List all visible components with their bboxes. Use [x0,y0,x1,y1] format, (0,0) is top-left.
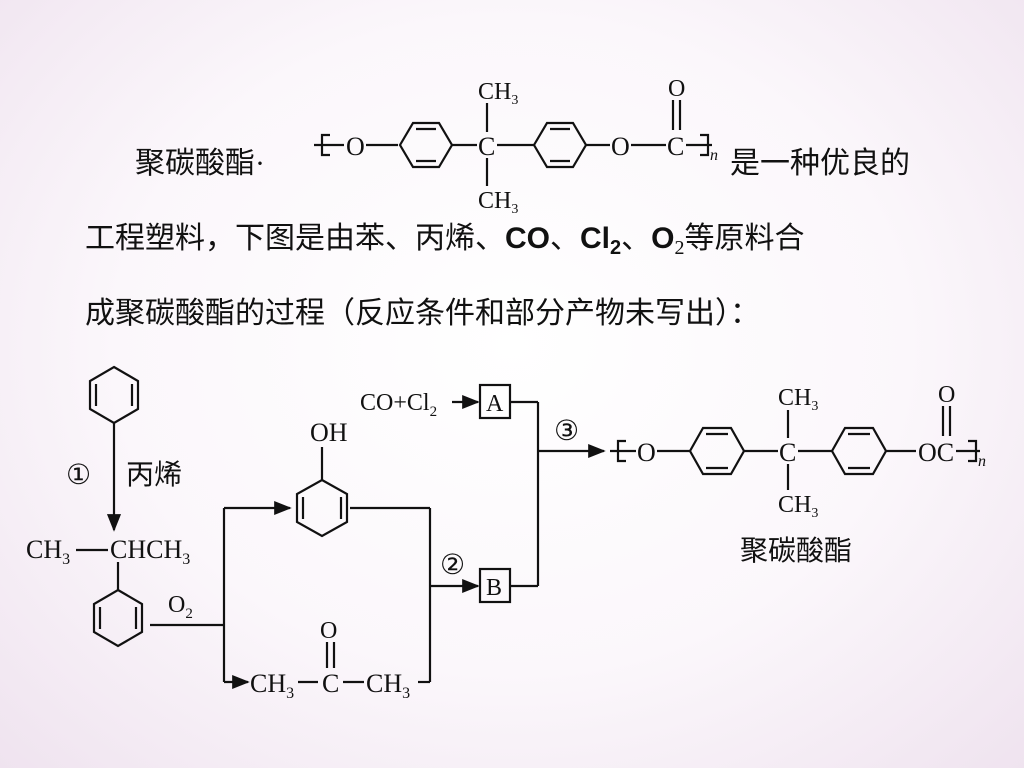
svg-text:C: C [322,669,339,698]
cumene-structure: CH3 CHCH3 [26,535,190,648]
intro-line1-prefix: 聚碳酸酯· [135,147,265,180]
step3-label: ③ [554,416,579,447]
svg-text:O: O [938,382,955,408]
svg-text:O: O [668,76,685,102]
step2-label: ② [440,550,465,581]
benzene-top [88,365,140,425]
svg-text:CH3: CH3 [778,492,818,521]
svg-text:CH3: CH3 [778,385,818,414]
box-a-label: A [486,391,504,417]
box-b-label: B [486,575,502,601]
svg-text:OH: OH [310,418,348,447]
svg-text:C: C [478,132,495,161]
svg-text:CH3: CH3 [478,188,518,217]
svg-text:O: O [346,132,365,161]
svg-text:CHCH3: CHCH3 [110,535,190,568]
intro-line3: 成聚碳酸酯的过程（反应条件和部分产物未写出）： [85,297,760,330]
polymer-structure-top: O C CH3 CH3 O C O n [314,76,718,217]
svg-text:C: C [779,438,796,467]
svg-text:O: O [637,438,656,467]
svg-text:C: C [667,132,684,161]
svg-text:CH3: CH3 [366,669,410,702]
svg-text:n: n [710,147,718,164]
acetone-structure: CH3 C O CH3 [250,618,410,702]
svg-text:O: O [611,132,630,161]
svg-text:n: n [978,453,986,470]
intro-line2: 工程塑料，下图是由苯、丙烯、CO、Cl2、O2等原料合 [85,222,805,259]
svg-text:OC: OC [918,438,954,467]
o2-label: O2 [168,592,193,622]
svg-text:CH3: CH3 [250,669,294,702]
product-label: 聚碳酸酯 [740,535,852,567]
polymer-structure-product: O C CH3 CH3 OC O n [610,382,986,521]
co-cl2-label: CO+Cl2 [360,390,437,420]
propene-label: 丙烯 [126,459,182,491]
svg-text:CH3: CH3 [478,79,518,108]
step1-label: ① [66,460,91,491]
svg-text:CH3: CH3 [26,535,70,568]
phenol-structure: OH [295,418,349,538]
svg-text:O: O [320,618,337,644]
intro-line1-suffix: 是一种优良的 [730,147,910,180]
